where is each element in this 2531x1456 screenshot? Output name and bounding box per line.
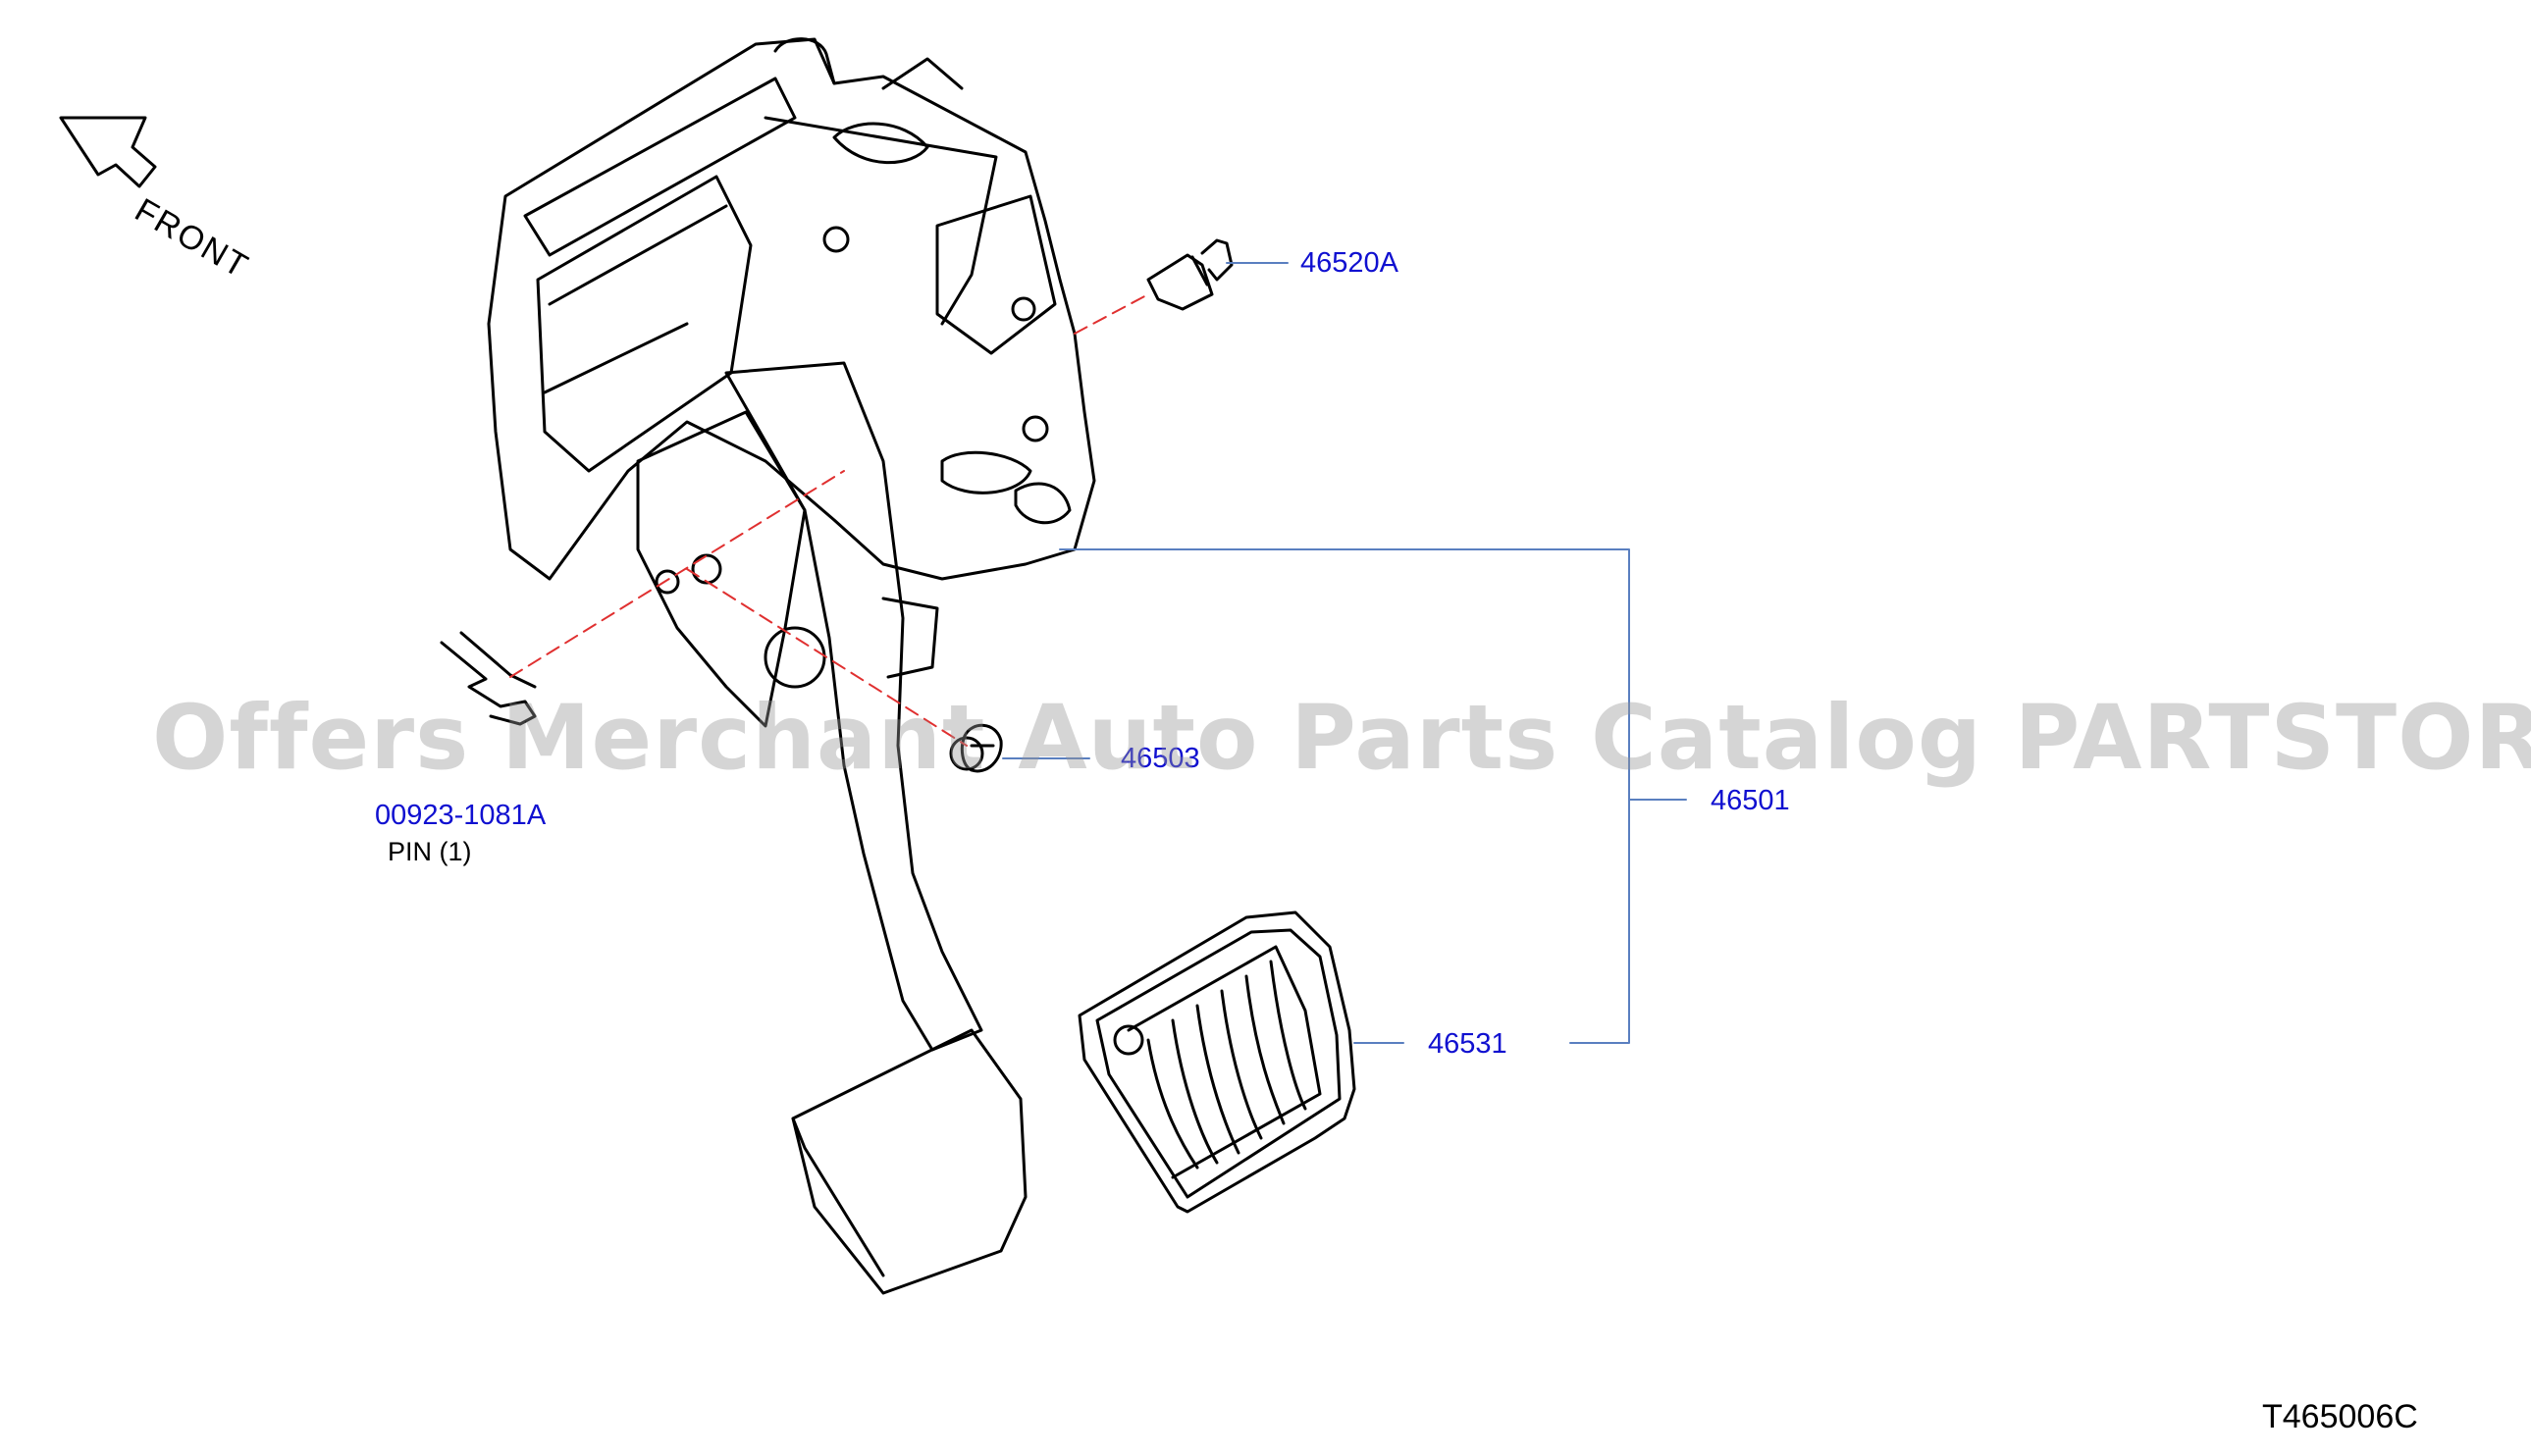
pin-align-line xyxy=(509,470,845,678)
watermark: Offers Merchant Auto Parts Catalog PARTS… xyxy=(152,687,2531,790)
pedal-pad xyxy=(1078,910,1356,1214)
bushing-align-line xyxy=(686,568,968,747)
front-arrow-icon xyxy=(59,116,157,188)
leader-46501-bracket xyxy=(1059,548,1630,1044)
callout-46503[interactable]: 46503 xyxy=(1121,743,1200,774)
pedal-arm xyxy=(636,361,984,1052)
callout-00923-1081a[interactable]: 00923-1081A xyxy=(375,800,547,831)
pin-note: PIN (1) xyxy=(388,837,472,866)
bolt-align-line xyxy=(1074,293,1149,335)
callout-46531[interactable]: 46531 xyxy=(1428,1028,1507,1060)
pedal-foot-plate xyxy=(791,1028,1028,1295)
bolt-part xyxy=(1146,238,1234,311)
figure-code: T465006C xyxy=(2262,1398,2418,1435)
bushing-part xyxy=(960,723,1003,773)
callout-46520a[interactable]: 46520A xyxy=(1300,247,1398,279)
pin-part xyxy=(440,631,537,726)
callout-46501[interactable]: 46501 xyxy=(1711,785,1790,816)
pedal-bracket xyxy=(487,37,1096,595)
